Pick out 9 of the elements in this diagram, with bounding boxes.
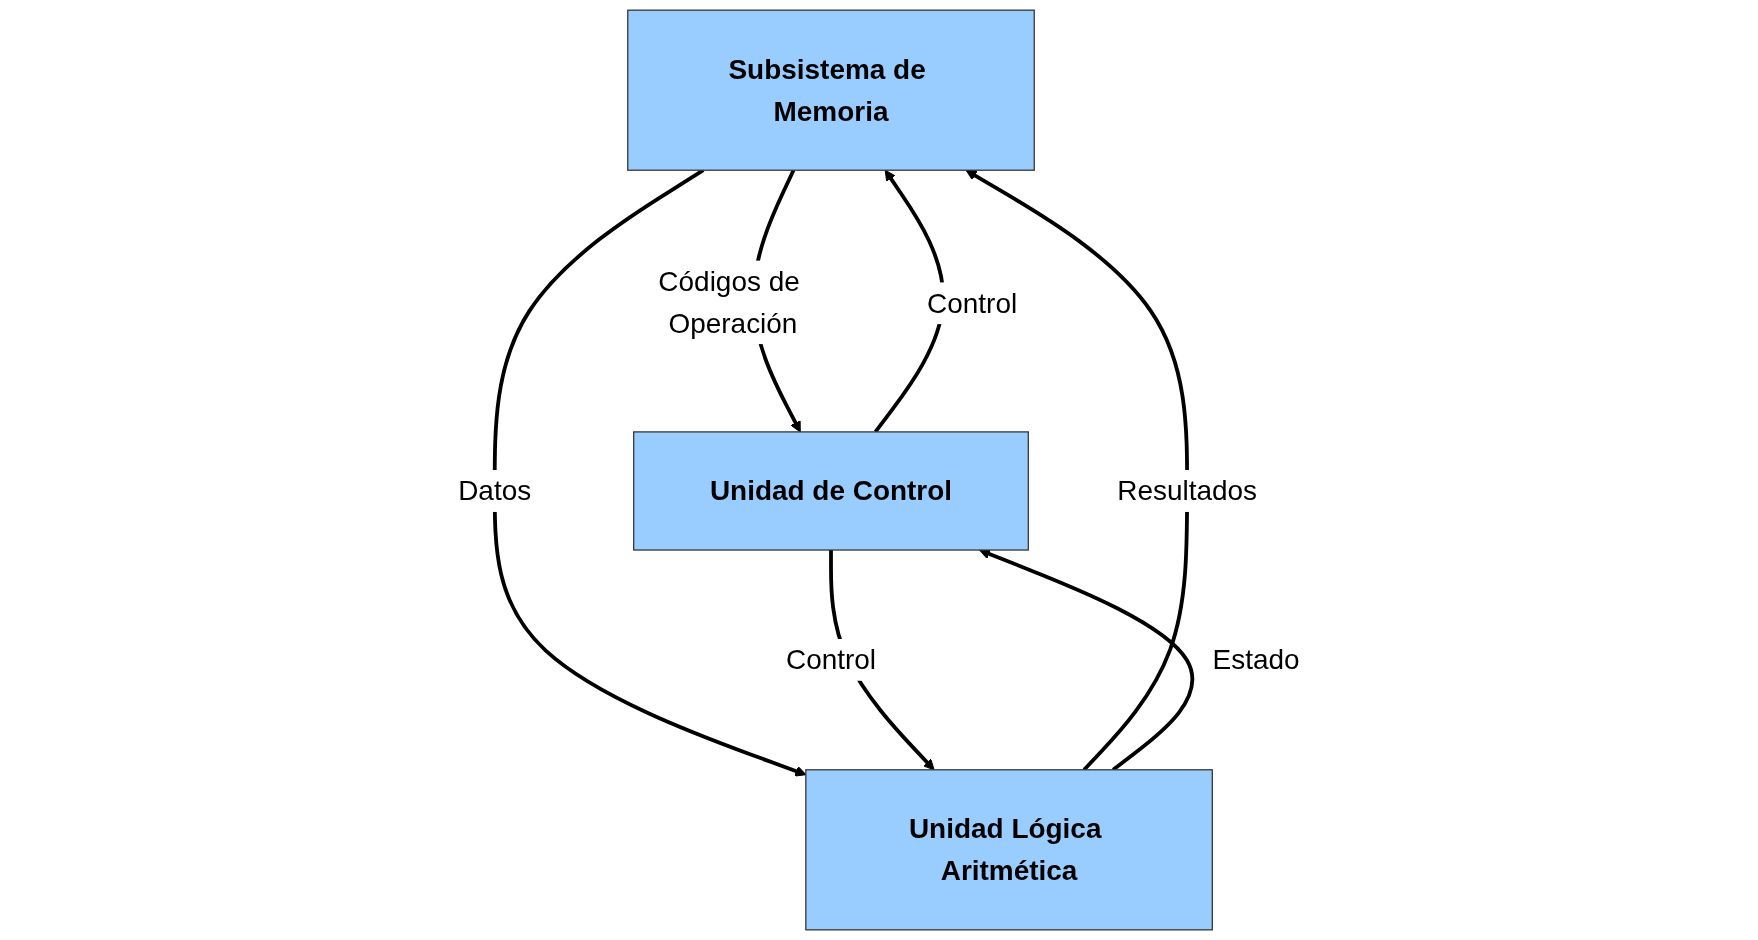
edge-label: Control [927,287,1018,320]
node-box: Unidad Lógica Aritmética [805,769,1214,931]
edge-label: Códigos de Operación [658,265,800,340]
edge-label: Control [786,644,877,676]
edge-label: Resultados [1117,475,1258,507]
edge-label: Estado [1212,644,1300,676]
node-box: Unidad de Control [633,431,1030,551]
edge-label: Datos [458,475,532,507]
node-box: Subsistema de Memoria [627,9,1035,171]
